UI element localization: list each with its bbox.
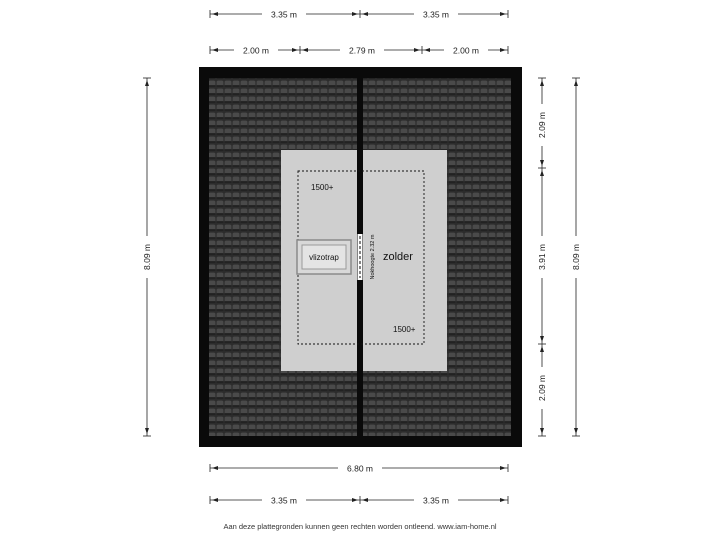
stair-label: vlizotrap xyxy=(309,253,339,262)
room-name: zolder xyxy=(383,251,413,263)
label-bg xyxy=(234,44,278,56)
label-bg xyxy=(536,367,548,409)
dim-top-row1 xyxy=(209,10,509,18)
dim-bottom-total-label: 6.80 m xyxy=(347,464,373,474)
dim-second-right: 2.00 m xyxy=(453,46,479,56)
dim-second-middle: 2.79 m xyxy=(349,46,375,56)
disclaimer-footer: Aan deze plattegronden kunnen geen recht… xyxy=(223,522,497,531)
label-bg xyxy=(414,8,458,20)
label-bg xyxy=(141,236,153,278)
label-bg xyxy=(536,104,548,146)
height-label-top: 1500+ xyxy=(311,183,334,192)
label-bg xyxy=(262,8,306,20)
dim-right-total-label: 8.09 m xyxy=(571,244,581,270)
ridge-height-label: Nokhoogte 2.32 m xyxy=(370,234,376,279)
dim-left-height: 8.09 m xyxy=(142,244,152,270)
dim-bottom-left: 3.35 m xyxy=(271,496,297,506)
label-bg xyxy=(536,236,548,278)
dim-top-left: 3.35 m xyxy=(271,10,297,20)
dim-top-right: 3.35 m xyxy=(423,10,449,20)
label-bg xyxy=(338,462,382,474)
stair-hatch-inner xyxy=(301,244,347,270)
dim-right-middle: 3.91 m xyxy=(537,244,547,270)
dim-right-bottom: 2.09 m xyxy=(537,375,547,401)
label-bg xyxy=(262,494,306,506)
dim-bottom-right: 3.35 m xyxy=(423,496,449,506)
label-bg xyxy=(340,44,384,56)
label-bg xyxy=(570,236,582,278)
label-bg xyxy=(444,44,488,56)
dim-second-left: 2.00 m xyxy=(243,46,269,56)
label-bg xyxy=(414,494,458,506)
dim-bottom-row2 xyxy=(209,496,509,504)
dim-right-top: 2.09 m xyxy=(537,112,547,138)
height-label-bottom: 1500+ xyxy=(393,325,416,334)
height-boundary xyxy=(297,170,425,345)
